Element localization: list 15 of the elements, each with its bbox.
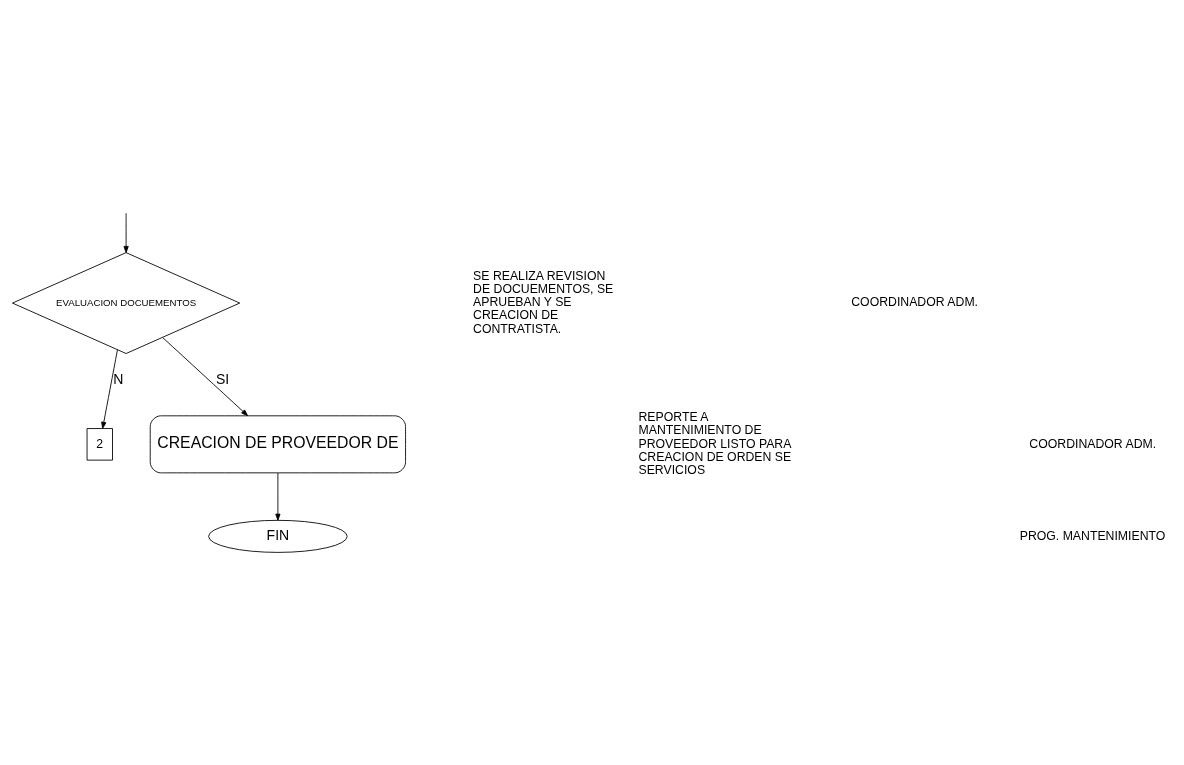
arrow — [275, 472, 281, 521]
edge-label: N — [113, 371, 124, 388]
node-diamond: EVALUACION DOCUEMENTOS — [12, 252, 241, 354]
arrow — [101, 349, 118, 429]
label: PROG. MANTENIMIENTO — [1019, 528, 1166, 543]
label: REPORTE A MANTENIMIENTO DE PROVEEDOR LISTO PARA CREACION DE ORDEN SE SERVICIOS — [638, 410, 792, 477]
node-box: CREACION DE PROVEEDOR DE — [149, 415, 406, 474]
arrow — [123, 212, 129, 253]
arrow — [162, 337, 249, 417]
node-box: 2 — [86, 428, 113, 461]
label: COORDINADOR ADM. — [851, 295, 979, 310]
label: COORDINADOR ADM. — [1029, 436, 1157, 451]
edge-label: SI — [215, 371, 230, 388]
label: SE REALIZA REVISION DE DOCUEMENTOS, SE APRUEBAN Y SE CREACION DE CONTRATISTA. — [473, 269, 614, 336]
node-ellipse: FIN — [208, 519, 348, 553]
